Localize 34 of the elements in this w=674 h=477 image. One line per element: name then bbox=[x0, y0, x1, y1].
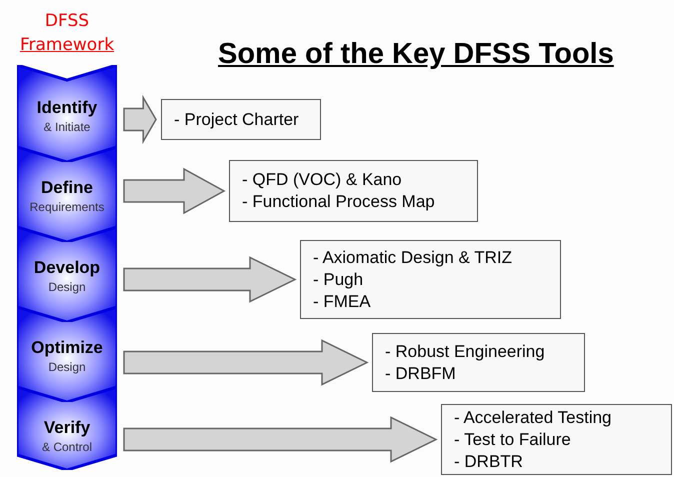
tool-item: - DRBTR bbox=[454, 450, 524, 472]
tool-list-box bbox=[372, 333, 585, 392]
phase-title: Optimize bbox=[31, 337, 103, 359]
phase-subtitle: & Initiate bbox=[44, 119, 90, 135]
tool-list-box bbox=[229, 160, 478, 222]
phase-title: Verify bbox=[44, 417, 90, 439]
tool-item: - Robust Engineering bbox=[385, 340, 546, 362]
tool-list-box bbox=[300, 240, 561, 319]
slide-title: Some of the Key DFSS Tools bbox=[218, 37, 614, 72]
tool-item: - FMEA bbox=[313, 290, 372, 312]
phase-subtitle: Requirements bbox=[30, 199, 104, 215]
phase-subtitle: & Control bbox=[42, 439, 92, 455]
block-arrow bbox=[123, 94, 157, 144]
tool-item: - Accelerated Testing bbox=[454, 406, 612, 428]
tool-item: - Project Charter bbox=[174, 108, 300, 130]
block-arrow bbox=[123, 416, 438, 463]
tool-item: - Pugh bbox=[313, 268, 364, 290]
framework-heading: DFSS bbox=[44, 10, 90, 32]
phase-title: Develop bbox=[34, 257, 100, 279]
phase-title: Define bbox=[41, 177, 93, 199]
tool-item: - DRBFM bbox=[385, 362, 457, 384]
tool-list-box bbox=[441, 404, 672, 475]
tool-item: - QFD (VOC) & Kano bbox=[242, 169, 403, 191]
phase-subtitle: Design bbox=[48, 279, 86, 295]
tool-list-box bbox=[161, 99, 321, 140]
tool-item: - Axiomatic Design & TRIZ bbox=[313, 246, 514, 268]
framework-heading: Framework bbox=[18, 34, 116, 56]
phase-title: Identify bbox=[36, 97, 98, 119]
block-arrow bbox=[123, 256, 297, 303]
tool-item: - Test to Failure bbox=[454, 428, 572, 450]
block-arrow bbox=[123, 168, 226, 214]
tool-item: - Functional Process Map bbox=[242, 191, 436, 213]
phase-subtitle: Design bbox=[48, 359, 86, 375]
block-arrow bbox=[123, 339, 369, 386]
